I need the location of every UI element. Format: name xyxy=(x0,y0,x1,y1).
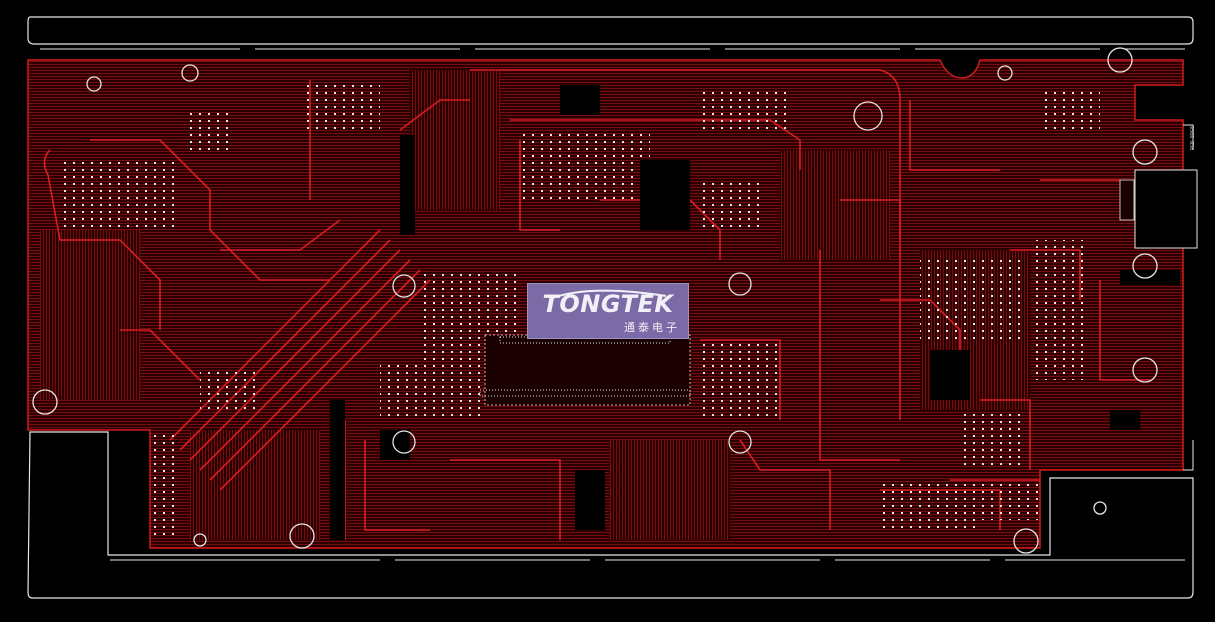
board-outline xyxy=(27,16,1194,599)
side-connector xyxy=(1119,124,1198,471)
rail-tabs xyxy=(40,48,1185,561)
component-pads xyxy=(60,80,1100,540)
swoosh-icon xyxy=(549,289,667,300)
mounting-holes xyxy=(32,47,1158,554)
logo-wordmark: TONGTEK xyxy=(542,290,674,318)
main-ic-footprint xyxy=(479,334,691,406)
logo-subtitle: 通泰电子 xyxy=(624,321,680,334)
tongtek-logo: TONGTEK 通泰电子 xyxy=(527,283,689,339)
pcb-edge-label: PCB EDGE xyxy=(1190,125,1196,150)
